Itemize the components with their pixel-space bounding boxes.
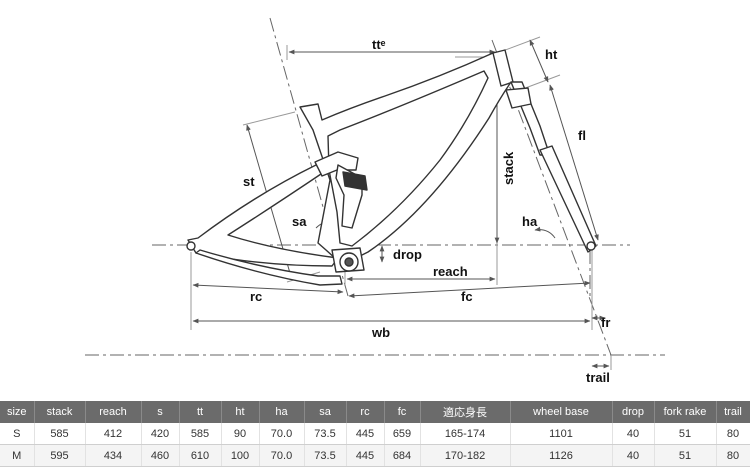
table-header-cell: ht — [221, 401, 260, 423]
dimension-labels: ttᵉ ht fl stack st sa ha drop reach rc f… — [243, 37, 610, 385]
table-cell: 100 — [221, 444, 260, 467]
table-cell: 51 — [654, 423, 717, 445]
table-cell: 80 — [716, 423, 750, 445]
table-cell: 412 — [85, 423, 142, 445]
label-fr: fr — [601, 315, 610, 330]
table-cell: 40 — [612, 423, 655, 445]
front-axle — [586, 241, 596, 251]
table-header-cell: 適応身長 — [420, 401, 511, 423]
table-cell: 70.0 — [259, 423, 305, 445]
label-stack: stack — [501, 151, 516, 185]
table-header-cell: sa — [304, 401, 347, 423]
table-cell: 420 — [141, 423, 180, 445]
fl-dim — [549, 84, 599, 241]
table-cell: 70.0 — [259, 444, 305, 467]
label-drop: drop — [393, 247, 422, 262]
fork-lower-leg — [539, 145, 597, 253]
table-header-cell: tt — [179, 401, 222, 423]
ht-dim — [529, 39, 549, 83]
label-ha: ha — [522, 214, 538, 229]
table-header-cell: wheel base — [510, 401, 613, 423]
table-cell: 659 — [384, 423, 421, 445]
table-cell: 73.5 — [304, 444, 347, 467]
fc-dim — [348, 280, 591, 299]
frame-geometry-diagram: ttᵉ ht fl stack st sa ha drop reach rc f… — [85, 17, 665, 385]
table-cell: 684 — [384, 444, 421, 467]
table-cell: 585 — [179, 423, 222, 445]
table-cell: 51 — [654, 444, 717, 467]
table-cell: 40 — [612, 444, 655, 467]
label-rc: rc — [250, 289, 262, 304]
table-cell: 585 — [34, 423, 86, 445]
rear-stays — [187, 164, 339, 267]
table-cell: 73.5 — [304, 423, 347, 445]
table-header-cell: reach — [85, 401, 142, 423]
rc-dim — [192, 282, 344, 295]
dimension-lines — [192, 39, 610, 369]
label-ht: ht — [545, 47, 558, 62]
rear-axle — [186, 241, 196, 251]
table-cell: 595 — [34, 444, 86, 467]
label-st: st — [243, 174, 255, 189]
rear-chainstay-lower — [195, 249, 343, 286]
table-cell: 445 — [346, 444, 385, 467]
front-triangle-inner — [327, 70, 489, 247]
table-cell: 170-182 — [420, 444, 511, 467]
table-header-cell: stack — [34, 401, 86, 423]
table-cell: S — [0, 423, 35, 445]
table-header-cell: trail — [716, 401, 750, 423]
table-header-cell: ha — [259, 401, 305, 423]
ha-arc — [534, 226, 556, 239]
table-header-cell: drop — [612, 401, 655, 423]
table-header-cell: s — [141, 401, 180, 423]
table-cell: 1101 — [510, 423, 613, 445]
table-cell: 445 — [346, 423, 385, 445]
label-tt: ttᵉ — [372, 37, 386, 52]
table-header-cell: fork rake — [654, 401, 717, 423]
table-cell: 165-174 — [420, 423, 511, 445]
label-wb: wb — [371, 325, 390, 340]
table-cell: 434 — [85, 444, 142, 467]
table-cell: 1126 — [510, 444, 613, 467]
shock-reservoir — [342, 171, 368, 191]
fork-crown — [505, 87, 532, 109]
bb-bearing-inner — [344, 257, 354, 267]
table-cell: 80 — [716, 444, 750, 467]
table-header-cell: rc — [346, 401, 385, 423]
st-ext-top — [242, 111, 296, 126]
label-sa: sa — [292, 214, 307, 229]
label-trail: trail — [586, 370, 610, 385]
label-fc: fc — [461, 289, 473, 304]
table-header-cell: fc — [384, 401, 421, 423]
bike-frame — [186, 49, 597, 286]
label-fl: fl — [578, 128, 586, 143]
table-cell: 90 — [221, 423, 260, 445]
head-tube-axis-line — [491, 39, 612, 356]
table-header-cell: size — [0, 401, 35, 423]
seat-tube-axis-line — [269, 17, 349, 297]
label-reach: reach — [433, 264, 468, 279]
table-cell: 610 — [179, 444, 222, 467]
table-cell: 460 — [141, 444, 180, 467]
table-cell: M — [0, 444, 35, 467]
